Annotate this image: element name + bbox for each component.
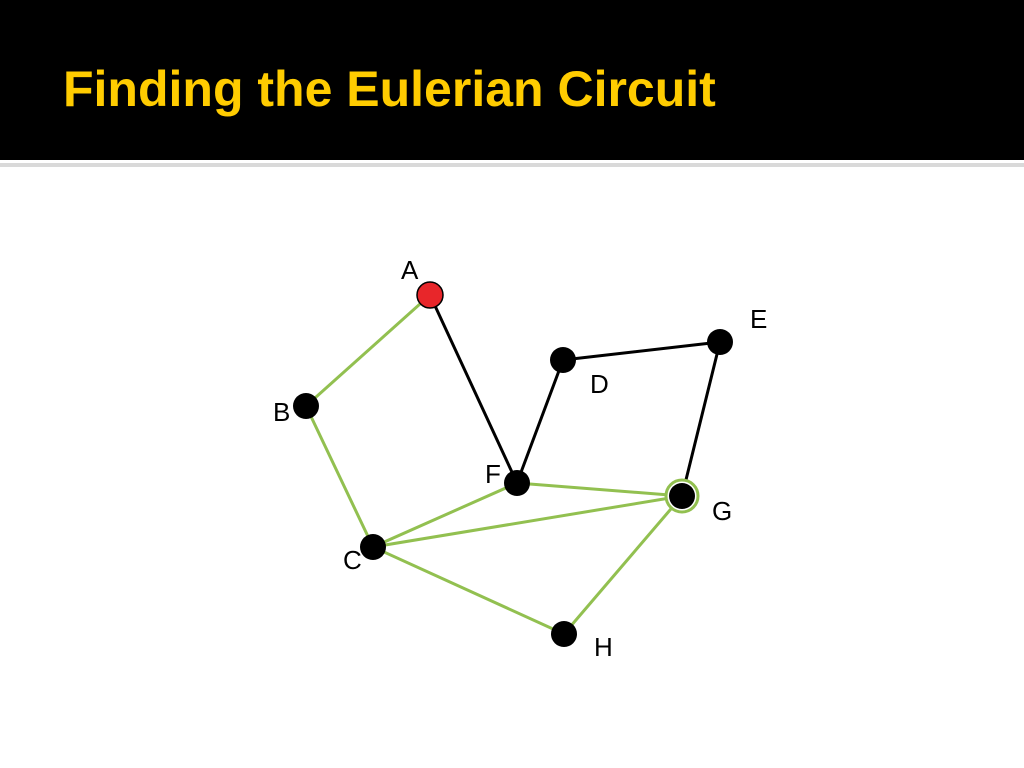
node-label-f: F [485,459,501,489]
edge-c-f [371,481,519,549]
edge-c-h [371,545,566,636]
node-g [669,483,695,509]
node-label-h: H [594,632,613,662]
node-d [550,347,576,373]
node-label-c: C [343,545,362,575]
node-label-g: G [712,496,732,526]
nodes-layer [293,281,733,647]
slide-title: Finding the Eulerian Circuit [63,61,716,117]
node-f [504,470,530,496]
node-label-b: B [273,397,290,427]
node-c [360,534,386,560]
node-label-d: D [590,369,609,399]
edge-f-g [515,481,684,498]
edge-e-g [680,340,722,498]
edge-f-d [515,358,565,485]
node-h [551,621,577,647]
node-label-a: A [401,255,419,285]
edges-layer [304,293,722,636]
edge-a-b [304,293,432,408]
labels-layer: A B C D E F G H [273,255,767,662]
title-divider [0,163,1024,167]
edge-d-e [561,340,722,362]
title-bar: Finding the Eulerian Circuit [0,0,1024,160]
node-a [416,281,444,309]
node-b [293,393,319,419]
edge-b-c [304,404,375,549]
node-e [707,329,733,355]
node-label-e: E [750,304,767,334]
edge-a-f [428,293,519,485]
edge-h-g [562,494,684,636]
edge-c-g [371,494,684,549]
